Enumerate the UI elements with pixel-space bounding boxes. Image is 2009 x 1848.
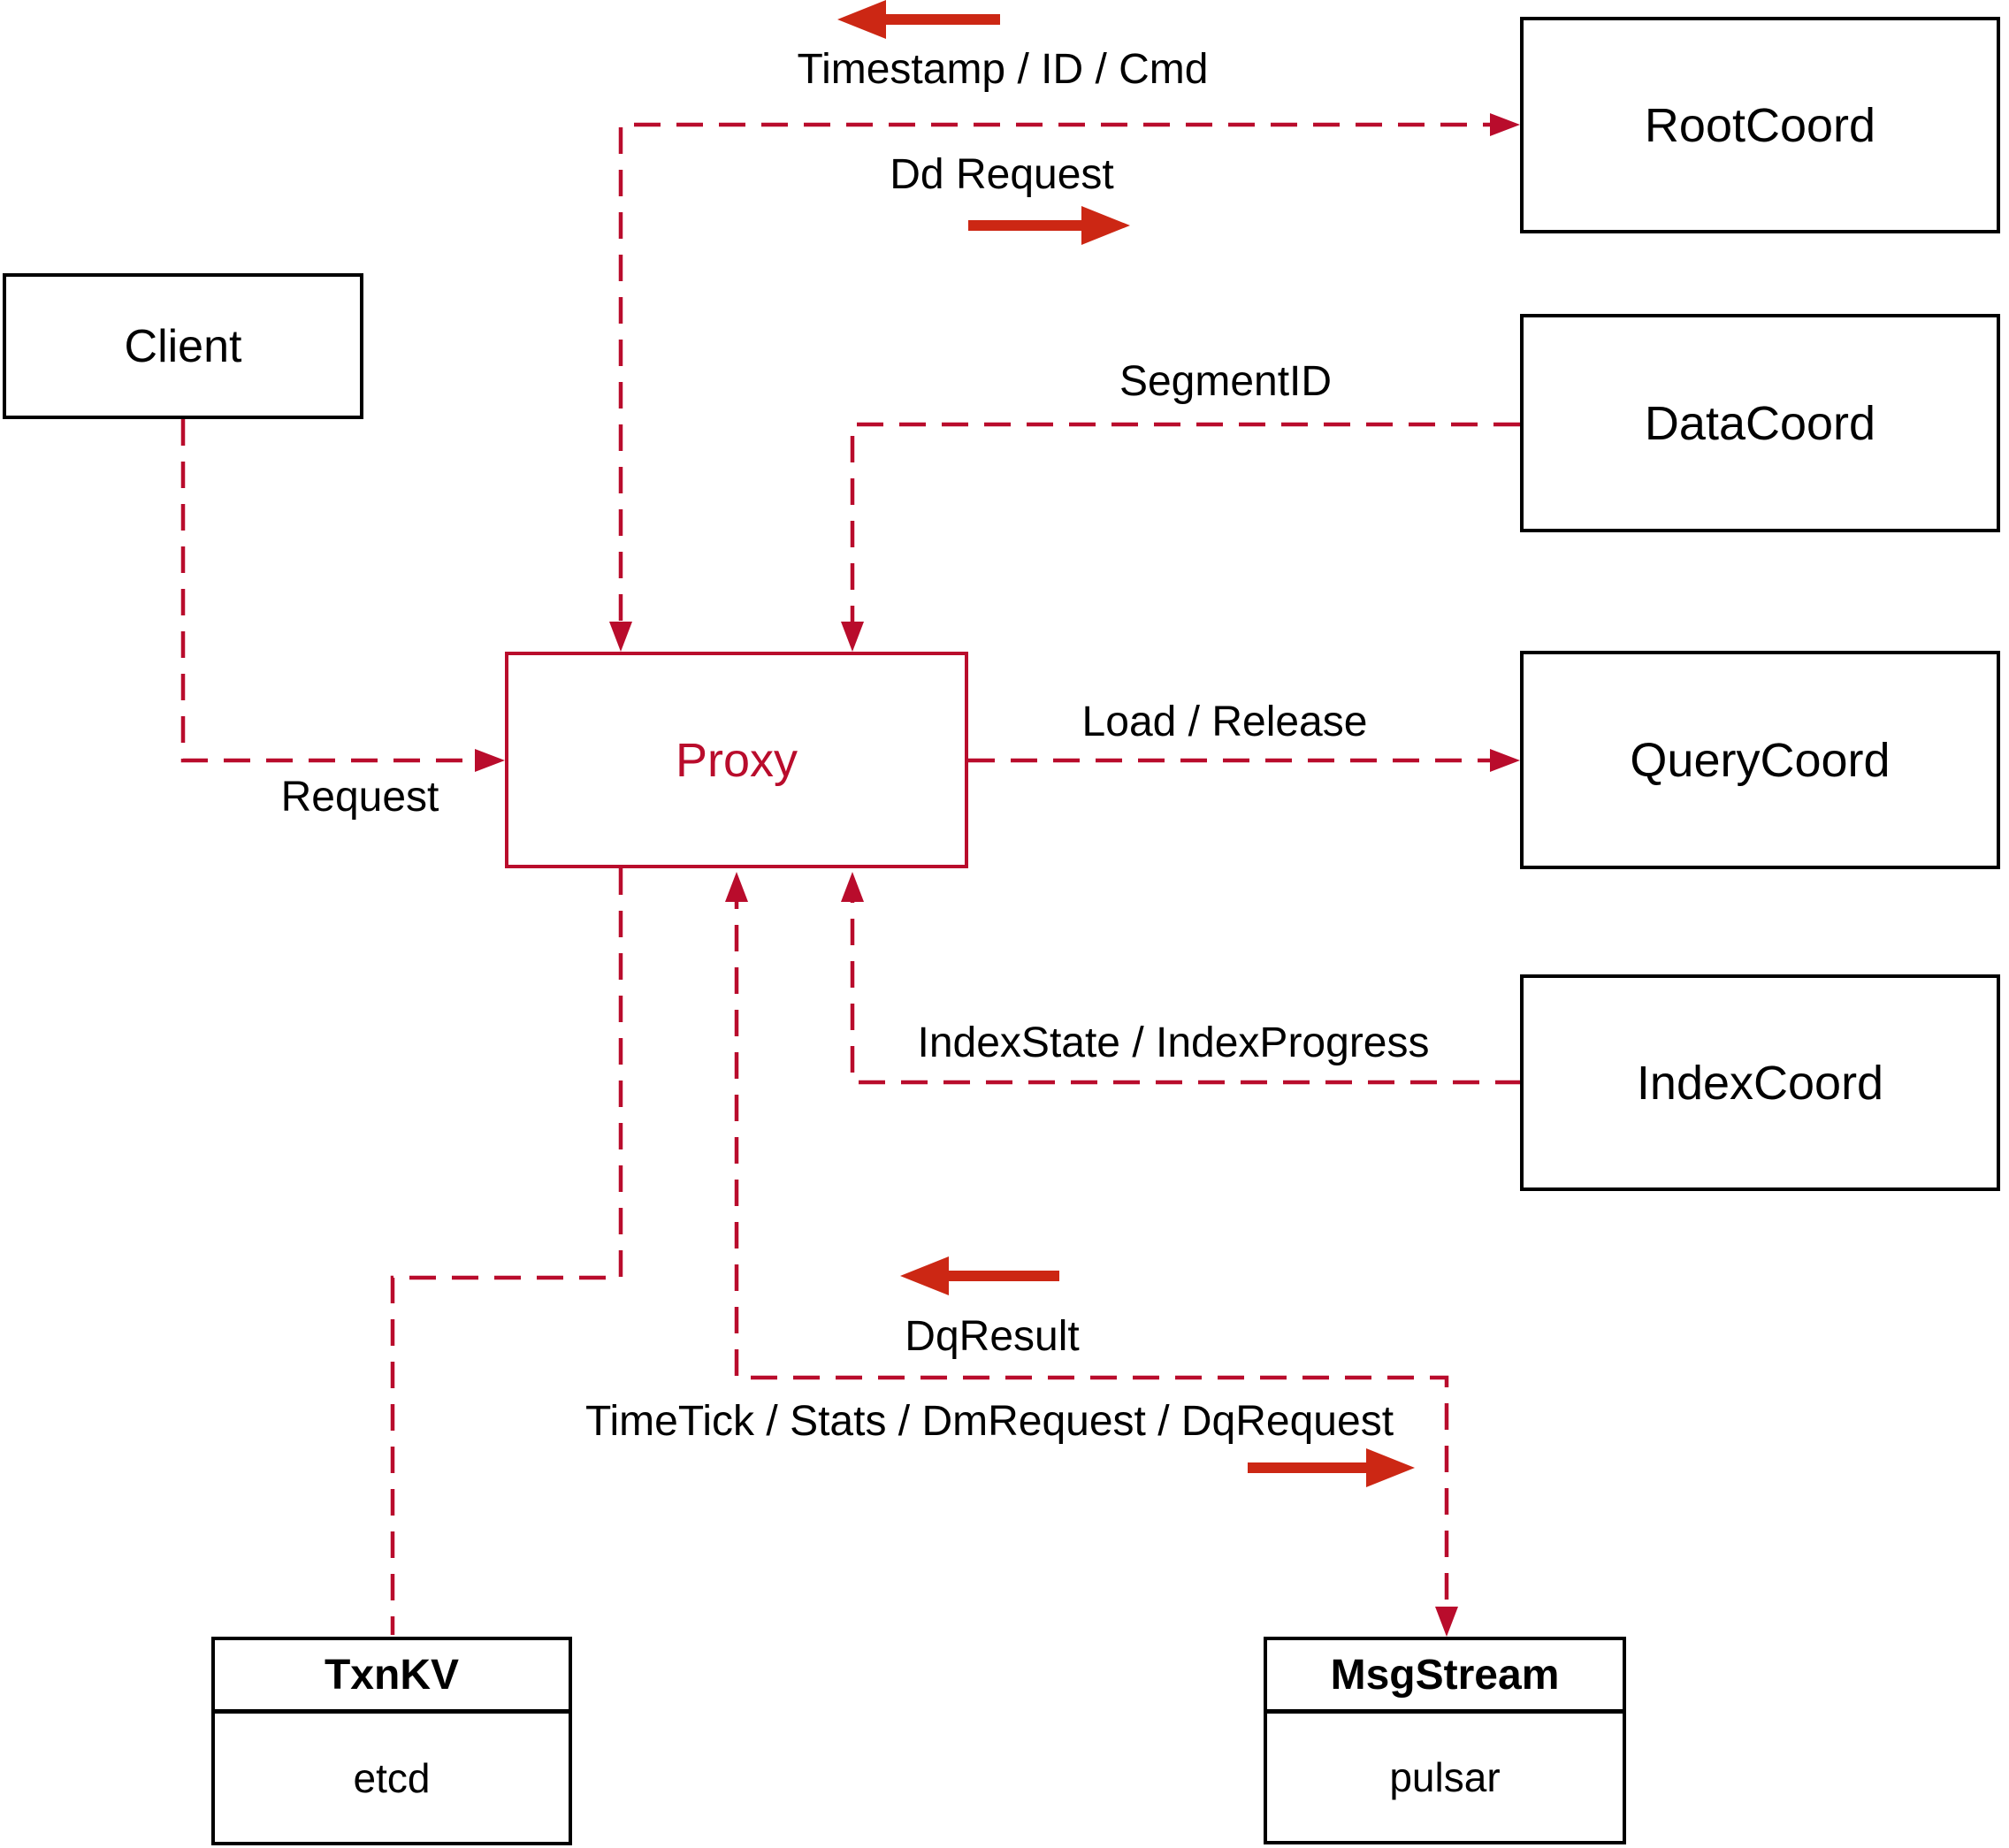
edge-label-time-tick: TimeTick / Stats / DmRequest / DqRequest (584, 1398, 1394, 1445)
edge-client-proxy (180, 419, 494, 763)
node-txnkv-value: etcd (353, 1754, 431, 1801)
arrowhead-into-proxy-bottom-right (841, 872, 864, 902)
edge-datacoord-proxy (850, 422, 1520, 641)
node-proxy: Proxy (505, 652, 968, 868)
node-indexcoord: IndexCoord (1520, 974, 2000, 1191)
node-querycoord-label: QueryCoord (1630, 733, 1891, 787)
arrow-left-dq-result (900, 1256, 1059, 1295)
arrowhead-into-msgstream (1435, 1607, 1458, 1637)
edge-label-request: Request (280, 774, 439, 821)
node-msgstream-title: MsgStream (1267, 1640, 1623, 1714)
edge-label-timestamp: Timestamp / ID / Cmd (797, 46, 1209, 93)
node-datacoord: DataCoord (1520, 314, 2000, 532)
node-msgstream: MsgStream pulsar (1264, 1637, 1626, 1844)
edge-proxy-rootcoord (618, 122, 1509, 641)
node-client-label: Client (124, 320, 242, 372)
node-rootcoord: RootCoord (1520, 17, 2000, 233)
arrow-right-time-tick (1248, 1448, 1415, 1487)
node-client: Client (3, 273, 363, 419)
node-datacoord-label: DataCoord (1644, 396, 1876, 450)
arrowhead-into-proxy-bottom-mid (725, 872, 748, 902)
arrow-right-dd-request (968, 206, 1130, 245)
node-txnkv: TxnKV etcd (211, 1637, 572, 1845)
arrowhead-into-proxy-left (475, 749, 505, 772)
node-txnkv-title: TxnKV (215, 1640, 569, 1714)
arrowhead-into-proxy-top-right (841, 622, 864, 652)
node-msgstream-value: pulsar (1389, 1754, 1501, 1800)
edge-label-dd-request: Dd Request (890, 151, 1114, 198)
arrow-left-timestamp (837, 0, 1000, 39)
edge-label-index-state: IndexState / IndexProgress (917, 1019, 1430, 1066)
edge-proxy-txnkv (390, 868, 623, 1635)
arrowhead-into-rootcoord (1490, 113, 1520, 136)
node-indexcoord-label: IndexCoord (1636, 1056, 1884, 1110)
arrowhead-into-proxy-top-left (609, 622, 632, 652)
node-proxy-label: Proxy (675, 733, 798, 787)
arrowhead-into-querycoord (1490, 749, 1520, 772)
edge-proxy-msgstream (734, 882, 1449, 1626)
edge-label-dq-result: DqResult (905, 1313, 1080, 1360)
node-rootcoord-label: RootCoord (1644, 98, 1876, 152)
edge-indexcoord-proxy (850, 882, 1522, 1085)
node-querycoord: QueryCoord (1520, 651, 2000, 869)
edge-label-load-release: Load / Release (1081, 699, 1368, 745)
edge-label-segment-id: SegmentID (1119, 358, 1333, 405)
